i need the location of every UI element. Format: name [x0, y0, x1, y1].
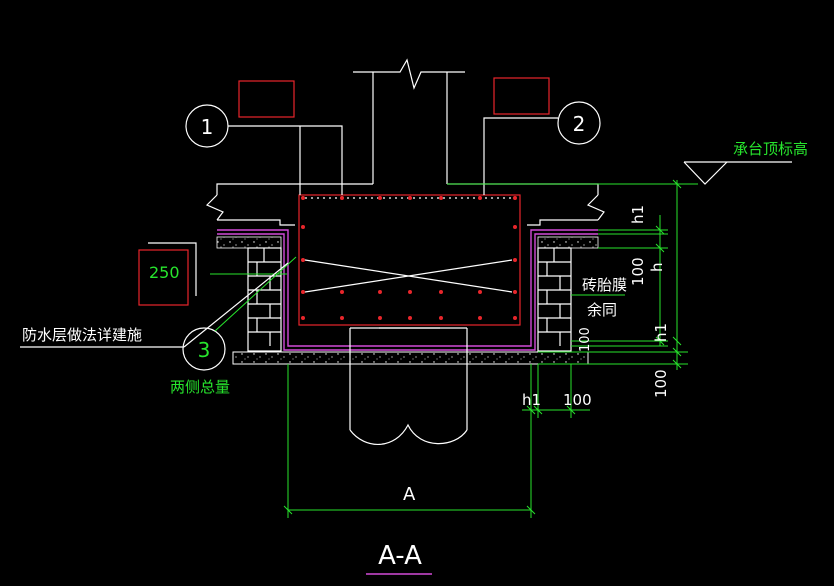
- cap-elevation-text: 承台顶标高: [733, 140, 808, 158]
- waterproof-note: 防水层做法详建施: [20, 262, 289, 348]
- callout-2: 2: [483, 77, 601, 195]
- section-title-text: A-A: [378, 541, 422, 571]
- dim-100-bottom: 100: [652, 369, 670, 398]
- brick-membrane-note: 砖胎膜 余同: [571, 276, 627, 319]
- section-title: A-A: [366, 541, 432, 575]
- brick-wall-left: [247, 247, 282, 352]
- concrete-bedding: [216, 236, 599, 365]
- dim-h1-top: h1: [629, 205, 647, 224]
- dim-250-text: 250: [149, 263, 180, 282]
- both-sides-total-text: 两侧总量: [170, 378, 230, 396]
- dim-100-right: 100: [629, 257, 647, 286]
- waterproof-note-text: 防水层做法详建施: [22, 326, 142, 344]
- waterproof-membrane: [217, 229, 598, 351]
- callout-2-text: 2: [573, 112, 586, 136]
- brick-membrane-text: 砖胎膜: [582, 276, 627, 294]
- callout-1: 1: [185, 80, 343, 195]
- brick-wall-right: [537, 247, 572, 352]
- callout-3-text: 3: [198, 338, 211, 362]
- right-dimension-lines: [538, 179, 688, 370]
- column-outline: [205, 58, 605, 226]
- cap-elevation-marker: 承台顶标高: [447, 140, 808, 185]
- pile-cap-rebar-cage: [298, 194, 521, 329]
- dim-width-A: A: [403, 484, 416, 505]
- dim-h1-right: h1: [652, 323, 670, 342]
- callout-1-text: 1: [201, 115, 214, 139]
- pile-outline: [349, 327, 468, 445]
- dim-100-mid: 100: [578, 327, 593, 352]
- bottom-dimension-lines: [283, 364, 590, 518]
- dim-100-bottom2: 100: [563, 391, 592, 409]
- same-as-text: 余同: [587, 301, 617, 319]
- rebar-dots-top: [301, 196, 517, 320]
- dim-h-right: h: [648, 262, 666, 272]
- dim-h1-bottom: h1: [522, 391, 541, 409]
